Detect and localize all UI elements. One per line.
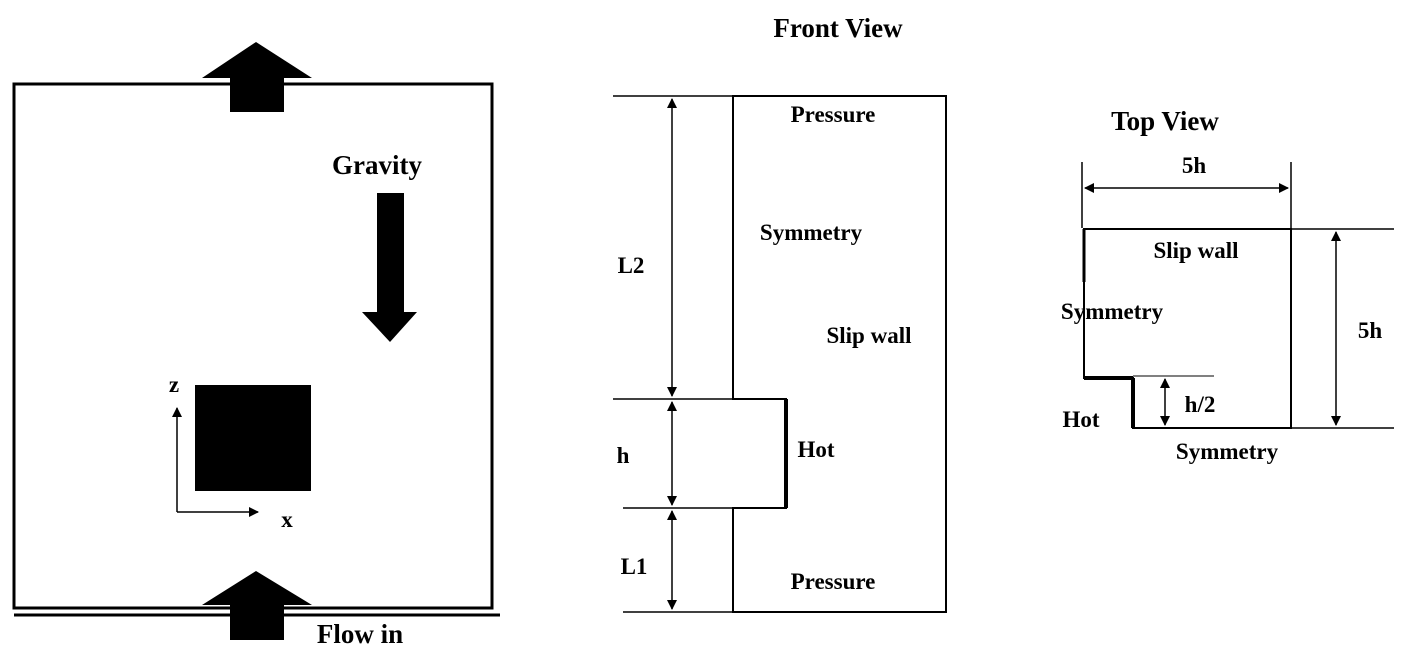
front-view-outline xyxy=(732,95,947,613)
front-pressure-bottom-label: Pressure xyxy=(791,569,876,594)
dim-l2-label: L2 xyxy=(618,253,645,278)
front-slip-wall-label: Slip wall xyxy=(826,323,911,348)
gravity-label: Gravity xyxy=(332,150,422,180)
dim-width-label: 5h xyxy=(1182,153,1207,178)
flow-in-label: Flow in xyxy=(317,619,403,649)
gravity-arrow-icon xyxy=(362,193,417,342)
top-view-title: Top View xyxy=(1111,106,1219,136)
top-symmetry-bottom-label: Symmetry xyxy=(1176,439,1279,464)
axis-z-label: z xyxy=(169,372,179,397)
dim-height-label: 5h xyxy=(1358,318,1383,343)
inflow-arrow-icon xyxy=(202,571,312,640)
top-slip-wall-label: Slip wall xyxy=(1153,238,1238,263)
top-hot-label: Hot xyxy=(1062,407,1099,432)
axis-x-label: x xyxy=(281,507,293,532)
domain-panel: Gravity z x Flow in xyxy=(12,42,500,649)
top-view-panel: Top View 5h 5h h/2 Slip wall Symmetry Ho… xyxy=(1061,106,1394,464)
dim-l1-label: L1 xyxy=(621,554,648,579)
outflow-arrow-icon xyxy=(202,42,312,112)
front-symmetry-label: Symmetry xyxy=(760,220,863,245)
dim-half-h-label: h/2 xyxy=(1185,392,1216,417)
front-pressure-top-label: Pressure xyxy=(791,102,876,127)
front-view-panel: Front View L2 h L1 Pressure Symmetry Sli… xyxy=(613,13,947,613)
front-view-title: Front View xyxy=(773,13,903,43)
front-hot-label: Hot xyxy=(797,437,834,462)
top-symmetry-left-label: Symmetry xyxy=(1061,299,1164,324)
dim-h-label: h xyxy=(617,443,630,468)
heated-block xyxy=(195,385,311,491)
